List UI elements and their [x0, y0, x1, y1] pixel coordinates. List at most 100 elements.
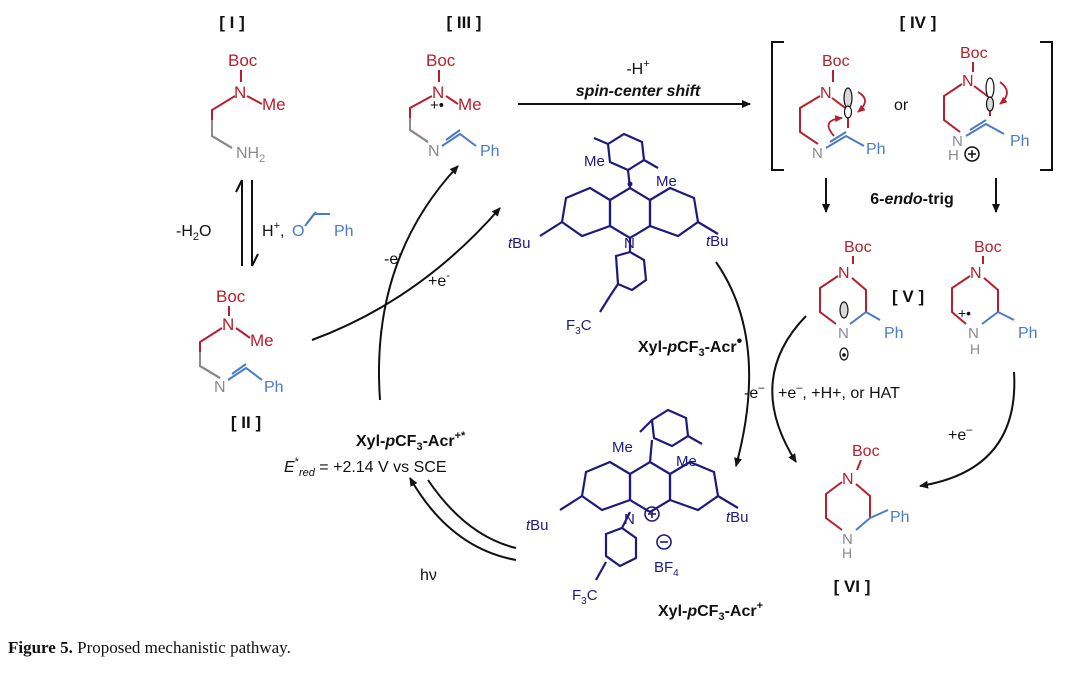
figure-caption: Figure 5. Proposed mechanistic pathway. — [8, 638, 291, 658]
excited-catalyst-name: Xyl-pCF3-Acr+* — [356, 430, 466, 453]
negative-charge-icon — [656, 534, 672, 550]
boc-text: Boc — [960, 45, 988, 62]
imine-n-text: N — [214, 379, 226, 396]
minus-water-text: -H2O — [176, 223, 211, 243]
label-III: [ III ] — [447, 13, 482, 32]
bracket-left — [771, 41, 784, 171]
acridinium-cation-catalyst — [559, 408, 739, 581]
nitrogen-text: N — [222, 315, 234, 334]
amine-h-text: H — [970, 341, 980, 357]
reduction-arrows-V-VI: -e– +e–, +H+, or HAT +e– — [744, 315, 1016, 489]
amine-n-text: N — [838, 325, 849, 342]
ph-text: Ph — [884, 325, 904, 342]
imine-ph-text: Ph — [866, 141, 886, 158]
ethylene-bond — [211, 95, 236, 149]
plus-electron-right-text: +e– — [948, 424, 973, 444]
label-IV: [ IV ] — [900, 13, 937, 32]
imine-n-text: N — [812, 145, 823, 162]
reduction-conditions-text: +e–, +H+, or HAT — [778, 382, 900, 402]
boc-text: Boc — [822, 53, 850, 70]
boc-text: Boc — [844, 239, 872, 256]
cation-radical-text: +• — [430, 97, 444, 114]
amine-n-text: N — [842, 531, 853, 548]
cation-catalyst-name: Xyl-pCF3-Acr+ — [658, 600, 763, 623]
minus-proton-text: -H+ — [626, 58, 649, 78]
methyl-text: Me — [676, 453, 697, 470]
nitrogen-text: N — [820, 85, 832, 102]
minus-electron-text: -e- — [384, 248, 402, 268]
nitrogen-text: N — [234, 83, 246, 102]
caption-text: Proposed mechanistic pathway. — [77, 638, 291, 657]
nitrogen-text: N — [838, 265, 850, 282]
imine-ph-text: Ph — [480, 143, 500, 160]
methyl-text: Me — [262, 95, 286, 114]
nitrogen-text: N — [970, 265, 982, 282]
p-orbital-icon — [843, 87, 853, 109]
methyl-text: Me — [656, 173, 677, 190]
methyl-text: Me — [612, 439, 633, 456]
nitrogen-text: N — [842, 471, 854, 488]
compound-VI: Boc N N H Ph [ VI ] — [825, 443, 910, 596]
compound-V: Boc N N Ph [ V ] Boc N +• N H Ph — [819, 239, 1038, 361]
iminium-n-text: N — [952, 133, 963, 150]
n-orbital-icon — [839, 301, 849, 319]
tbu-right-text: tBu — [726, 509, 749, 526]
spin-center-shift-text: spin-center shift — [576, 83, 701, 100]
bracket-right — [1040, 41, 1053, 171]
tbu-right-text: tBu — [706, 233, 729, 250]
cation-radical-text: +• — [958, 305, 971, 321]
label-I: [ I ] — [219, 13, 245, 32]
acridine-radical-catalyst — [539, 132, 719, 313]
label-II: [ II ] — [231, 413, 261, 432]
iminium-h-text: H — [948, 147, 959, 164]
amine-text: NH2 — [236, 145, 265, 165]
mechanism-scheme: [ I ] Boc N Me NH2 -H2O H+, O Ph Boc N M… — [176, 13, 1053, 623]
acridine-radical-labels: Me Me N tBu tBu F3C Xyl-pCF3-Acr• — [508, 153, 743, 359]
plus-electron-text: +e- — [428, 270, 450, 290]
trifluoromethyl-text: F3C — [566, 317, 592, 337]
methyl-text: Me — [458, 95, 482, 114]
trifluoromethyl-text: F3C — [572, 587, 598, 607]
catalytic-cycle-arrows: -e- +e- hν — [311, 165, 751, 584]
aldehyde-o-text: O — [292, 223, 304, 240]
boc-text: Boc — [852, 443, 880, 460]
equilibrium-arrows-I-II: -H2O H+, O Ph — [176, 179, 354, 267]
excited-catalyst-label: Xyl-pCF3-Acr+* E*red = +2.14 V vs SCE — [284, 430, 466, 479]
amine-h-text: H — [842, 545, 852, 561]
tetrafluoroborate-text: BF4 — [654, 559, 679, 579]
imine-ph-text: Ph — [264, 379, 284, 396]
spin-center-shift-arrow: -H+ spin-center shift — [518, 58, 751, 108]
tbu-left-text: tBu — [526, 517, 549, 534]
positive-charge-icon — [644, 506, 660, 522]
compound-II: Boc N Me N Ph [ II ] — [199, 287, 284, 432]
photon-text: hν — [420, 567, 437, 584]
boc-text: Boc — [228, 51, 258, 70]
boc-text: Boc — [974, 239, 1002, 256]
label-VI: [ VI ] — [834, 577, 871, 596]
imine-n-text: N — [428, 143, 440, 160]
ph-text: Ph — [890, 509, 910, 526]
label-V: [ V ] — [892, 287, 924, 306]
radical-dot-icon — [627, 181, 633, 187]
radical-catalyst-name: Xyl-pCF3-Acr• — [638, 333, 743, 359]
or-text: or — [894, 97, 909, 114]
positive-charge-icon — [964, 146, 980, 162]
proton-text: H+, — [262, 220, 284, 240]
acridinium-cation-labels: Me Me N tBu tBu BF4 F3C Xyl-pCF3-Acr+ — [526, 439, 763, 623]
compound-I: [ I ] Boc N Me NH2 — [211, 13, 286, 165]
methyl-text: Me — [250, 331, 274, 350]
compound-III: [ III ] Boc N +• Me N Ph — [409, 13, 500, 160]
methyl-text: Me — [584, 153, 605, 170]
acridinium-n-text: N — [624, 511, 635, 528]
amine-n-text: N — [968, 325, 979, 342]
acridine-n-text: N — [624, 235, 635, 252]
caption-label: Figure 5. — [8, 638, 73, 657]
six-endo-trig-text: 6-endo-trig — [870, 191, 954, 208]
boc-text: Boc — [426, 51, 456, 70]
compound-IV: [ IV ] Boc N N Ph or Boc N N H Ph — [771, 13, 1053, 171]
ph-text: Ph — [1018, 325, 1038, 342]
reduction-potential-text: E*red = +2.14 V vs SCE — [284, 456, 446, 479]
iminium-ph-text: Ph — [1010, 133, 1030, 150]
nitrogen-text: N — [432, 83, 444, 102]
nitrogen-text: N — [962, 73, 974, 90]
